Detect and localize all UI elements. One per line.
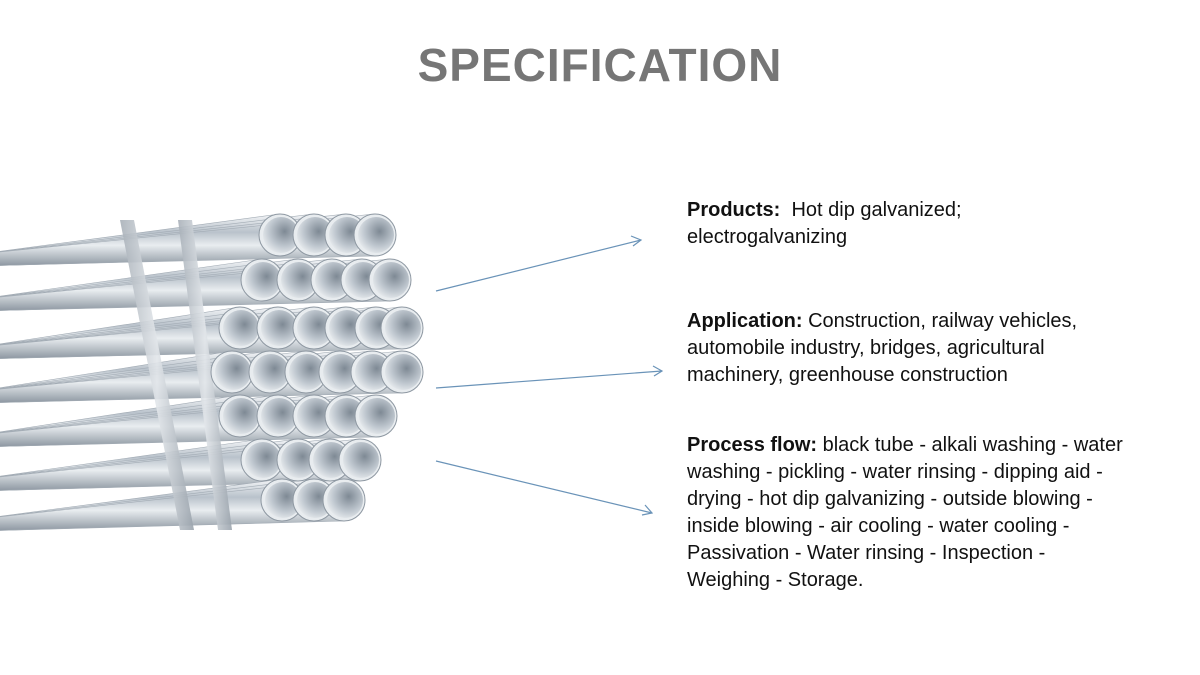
pipe-opening	[263, 217, 299, 253]
pipe-opening	[355, 354, 391, 390]
pipe-strap	[178, 220, 232, 530]
spec-process-flow: Process flow: black tube - alkali washin…	[687, 432, 1127, 594]
arrow-to-products	[435, 239, 642, 292]
arrow-head-products-icon	[630, 235, 643, 247]
spec-process-flow-label: Process flow:	[687, 434, 818, 456]
steel-pipe-bundle-image	[0, 213, 424, 531]
pipe-opening	[245, 262, 281, 298]
pipe-opening	[323, 354, 359, 390]
spec-application-label: Application:	[687, 310, 803, 332]
pipe-opening	[223, 398, 259, 434]
pipe-opening	[297, 482, 333, 518]
arrow-to-process-flow	[435, 460, 653, 514]
pipe-opening	[215, 354, 251, 390]
spec-products-value: Hot dip galvanized; electrogalvanizing	[687, 199, 962, 248]
spec-process-flow-value: black tube - alkali washing - water wash…	[687, 434, 1123, 591]
page-title: SPECIFICATION	[417, 39, 783, 91]
pipe-opening	[253, 354, 289, 390]
pipe-opening	[385, 354, 421, 390]
pipe-opening	[297, 398, 333, 434]
arrow-head-process-flow-icon	[641, 504, 654, 516]
pipe-opening	[289, 354, 325, 390]
spec-application-value: Construction, railway vehicles, automobi…	[687, 310, 1078, 386]
pipe-opening	[385, 310, 421, 346]
spec-application: Application: Construction, railway vehic…	[687, 308, 1127, 389]
spec-products-label: Products:	[687, 199, 781, 221]
pipe-opening	[265, 482, 301, 518]
pipe-opening	[297, 310, 333, 346]
arrow-to-application	[435, 370, 663, 389]
pipe-opening	[358, 217, 394, 253]
pipe-opening	[297, 217, 333, 253]
pipe-opening	[315, 262, 351, 298]
arrow-head-application-icon	[652, 365, 664, 377]
pipe-opening	[373, 262, 409, 298]
pipe-opening	[329, 310, 365, 346]
pipe-opening	[281, 442, 317, 478]
pipe-opening	[281, 262, 317, 298]
pipe-opening	[261, 398, 297, 434]
pipe-opening	[245, 442, 281, 478]
pipe-opening	[329, 398, 365, 434]
pipe-opening	[223, 310, 259, 346]
pipe-opening	[343, 442, 379, 478]
pipe-opening	[313, 442, 349, 478]
pipe-strap	[120, 220, 194, 530]
pipe-opening	[359, 398, 395, 434]
spec-products: Products: Hot dip galvanized; electrogal…	[687, 197, 1127, 251]
pipe-opening	[327, 482, 363, 518]
pipe-opening	[261, 310, 297, 346]
